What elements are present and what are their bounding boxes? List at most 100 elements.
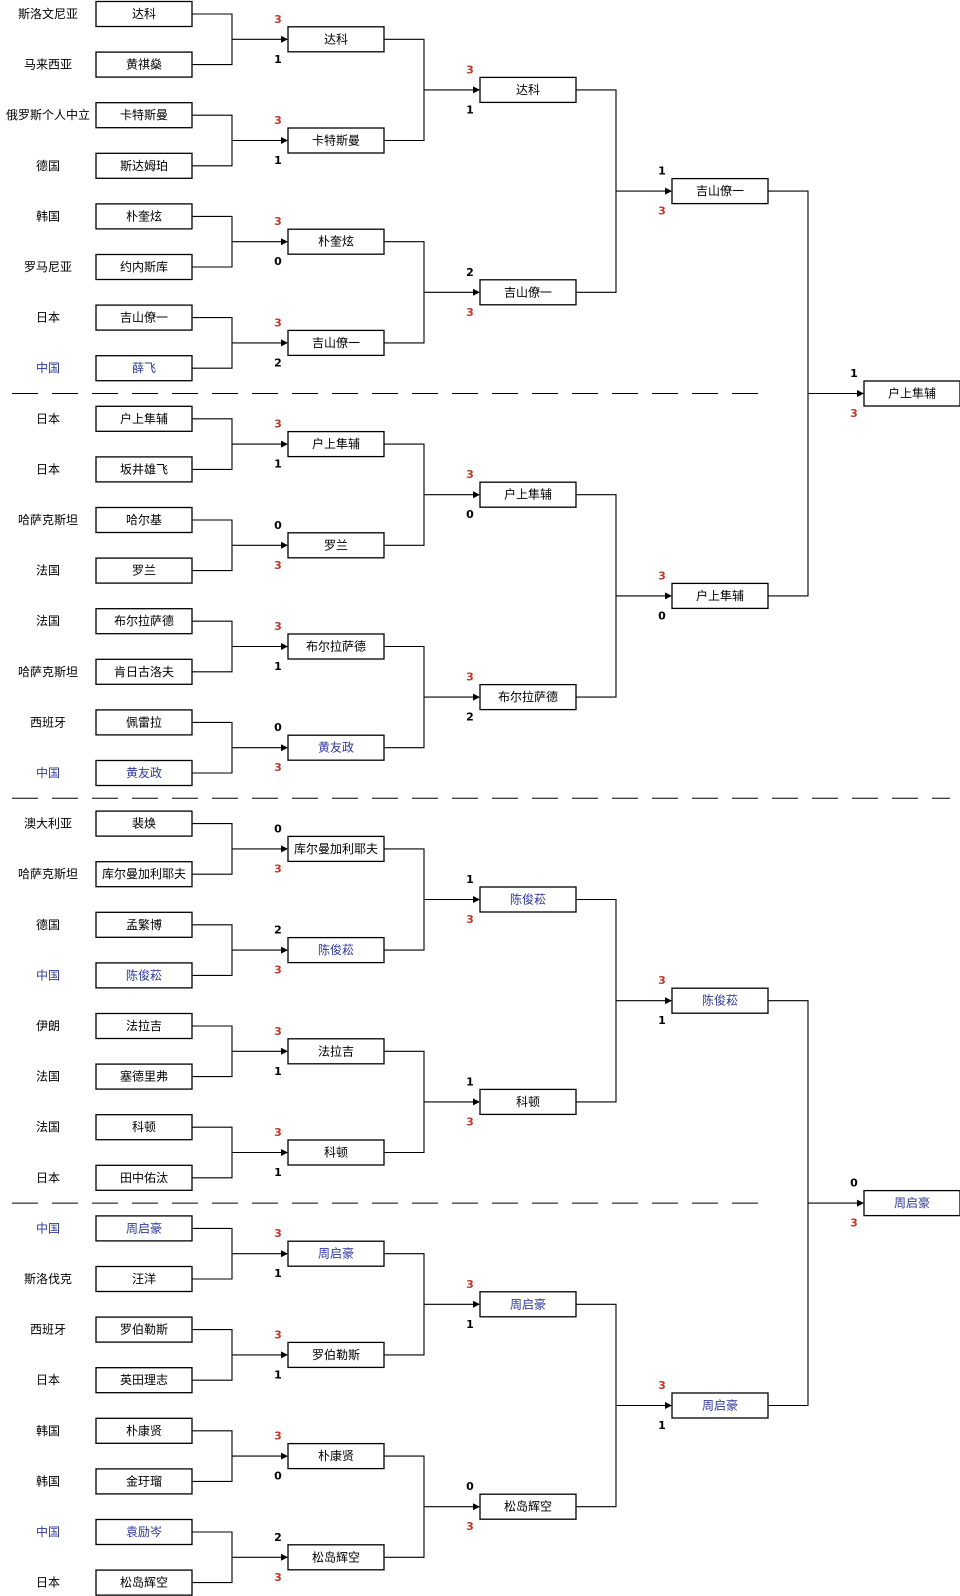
player-box xyxy=(95,1063,193,1090)
match-score: 3 xyxy=(466,1520,474,1533)
bracket-connector xyxy=(576,494,617,698)
arrow-icon xyxy=(281,1351,288,1359)
player-box xyxy=(95,1518,193,1546)
match-score: 1 xyxy=(466,873,474,886)
player-name: 布尔拉萨德 xyxy=(498,689,558,704)
player-name: 法拉吉 xyxy=(126,1018,162,1033)
bracket-connector xyxy=(192,823,233,875)
bracket-connector xyxy=(576,1303,617,1508)
player-box xyxy=(287,26,385,53)
player-name: 塞德里弗 xyxy=(120,1069,168,1084)
player-name: 户上隼辅 xyxy=(504,487,552,502)
player-country: 罗马尼亚 xyxy=(24,260,72,274)
player-box xyxy=(95,1316,193,1343)
player-name: 周启豪 xyxy=(510,1296,546,1311)
player-box xyxy=(95,810,193,837)
bracket-connector xyxy=(768,1000,809,1407)
arrow-icon xyxy=(281,1452,288,1460)
player-name: 坂井雄飞 xyxy=(120,461,168,476)
player-name: 黄友政 xyxy=(318,741,354,755)
player-name: 吉山僚一 xyxy=(696,183,744,198)
match-score: 3 xyxy=(658,205,666,218)
player-country: 伊朗 xyxy=(36,1019,60,1033)
match-score: 3 xyxy=(274,559,282,572)
player-box xyxy=(95,405,193,432)
match-score: 3 xyxy=(274,418,282,431)
match-score: 3 xyxy=(274,215,282,228)
player-name: 朴奎炫 xyxy=(126,208,162,223)
match-score: 3 xyxy=(658,1379,666,1392)
player-box xyxy=(95,152,193,179)
player-country: 中国 xyxy=(36,1220,60,1235)
match-score: 0 xyxy=(658,609,666,622)
match-score: 1 xyxy=(658,1419,666,1432)
match-score: 3 xyxy=(466,913,474,926)
player-name: 哈尔基 xyxy=(126,512,162,527)
match-score: 1 xyxy=(274,154,282,167)
player-country: 中国 xyxy=(36,360,60,375)
match-score: 3 xyxy=(850,1217,858,1230)
player-name: 陈俊菘 xyxy=(318,942,354,957)
player-box xyxy=(287,1544,385,1571)
player-name: 罗伯勒斯 xyxy=(120,1322,168,1337)
player-box xyxy=(479,1493,577,1520)
arrow-icon xyxy=(281,1149,288,1156)
bracket-connector xyxy=(384,443,425,546)
match-score: 1 xyxy=(274,1368,282,1381)
player-name: 周启豪 xyxy=(318,1246,354,1261)
bracket-connector xyxy=(384,1455,425,1558)
bracket-connector xyxy=(192,620,233,673)
player-box xyxy=(479,76,577,104)
bracket-connector xyxy=(192,721,233,774)
player-name: 黄祺燊 xyxy=(126,57,162,72)
player-box xyxy=(95,557,193,584)
player-name: 裴焕 xyxy=(132,816,156,831)
bracket-connector xyxy=(384,38,425,142)
match-score: 3 xyxy=(274,114,282,127)
arrow-icon xyxy=(473,896,480,903)
match-score: 0 xyxy=(274,255,282,268)
match-score: 1 xyxy=(274,53,282,66)
player-box xyxy=(95,1265,193,1293)
match-score: 3 xyxy=(274,1025,282,1038)
match-score: 0 xyxy=(274,1470,282,1483)
match-score: 1 xyxy=(274,1267,282,1280)
arrow-icon xyxy=(281,137,288,144)
player-box xyxy=(287,1139,385,1166)
player-name: 肯日古洛夫 xyxy=(114,664,174,679)
player-box xyxy=(479,279,577,306)
player-name: 吉山僚一 xyxy=(312,335,360,350)
arrow-icon xyxy=(473,86,480,94)
arrow-icon xyxy=(473,288,480,296)
player-name: 松岛辉空 xyxy=(312,1549,360,1564)
match-score: 0 xyxy=(466,1480,474,1493)
player-name: 周启豪 xyxy=(894,1195,930,1210)
player-box xyxy=(479,886,577,913)
player-name: 达科 xyxy=(132,7,156,21)
bracket-connector xyxy=(192,317,233,369)
player-box xyxy=(95,759,193,787)
arrow-icon xyxy=(857,1199,864,1207)
bracket-connector xyxy=(192,1531,233,1584)
player-box xyxy=(671,177,769,205)
player-name: 松岛辉空 xyxy=(120,1575,168,1590)
player-box xyxy=(863,380,960,407)
player-name: 库尔曼加利耶夫 xyxy=(102,866,186,881)
player-country: 澳大利亚 xyxy=(24,817,72,831)
match-score: 3 xyxy=(466,1115,474,1128)
player-country: 法国 xyxy=(36,564,60,578)
player-box xyxy=(863,1189,960,1217)
player-name: 科顿 xyxy=(324,1146,348,1160)
player-box xyxy=(287,228,385,255)
player-country: 哈萨克斯坦 xyxy=(18,665,78,679)
player-name: 罗兰 xyxy=(324,538,348,552)
player-box xyxy=(95,1569,193,1596)
match-score: 0 xyxy=(274,721,282,734)
player-name: 英田理志 xyxy=(120,1373,168,1387)
match-score: 3 xyxy=(466,306,474,319)
arrow-icon xyxy=(281,1553,288,1561)
match-score: 1 xyxy=(466,1318,474,1331)
match-score: 3 xyxy=(274,1328,282,1341)
player-box xyxy=(95,962,193,989)
player-country: 韩国 xyxy=(36,208,60,223)
